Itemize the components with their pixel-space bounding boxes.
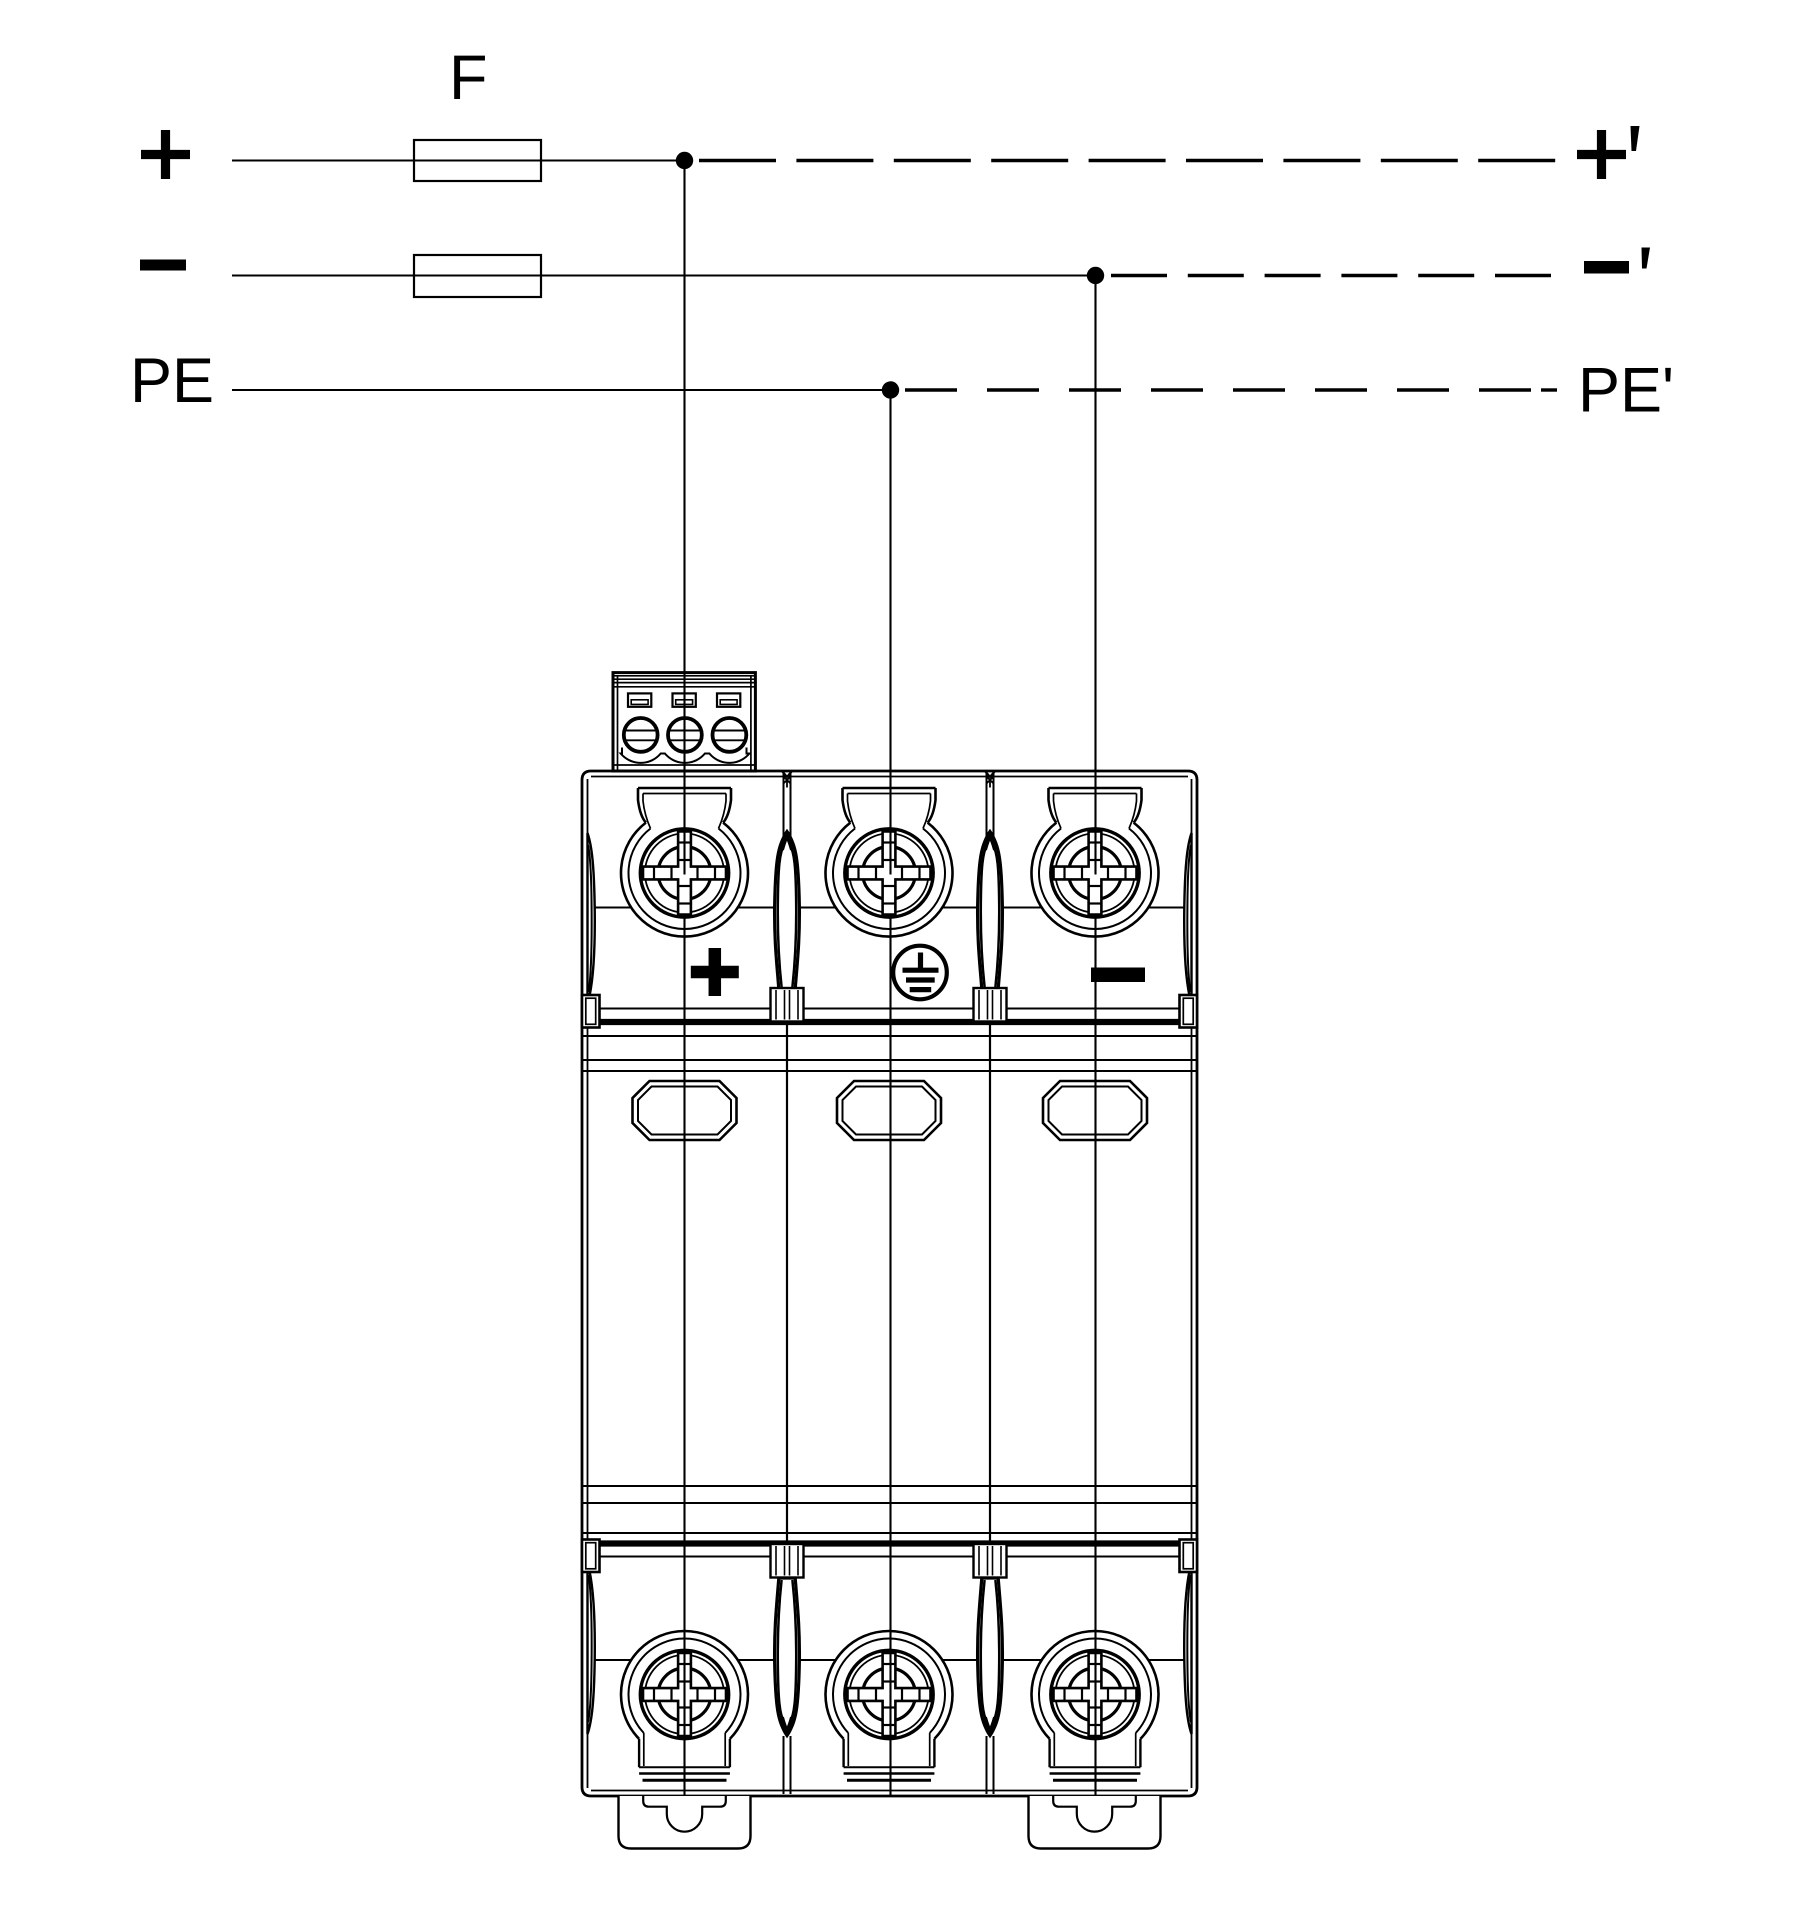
- svg-text:PE: PE: [130, 346, 214, 416]
- svg-text:F: F: [449, 43, 487, 113]
- svg-text:PE': PE': [1578, 356, 1674, 426]
